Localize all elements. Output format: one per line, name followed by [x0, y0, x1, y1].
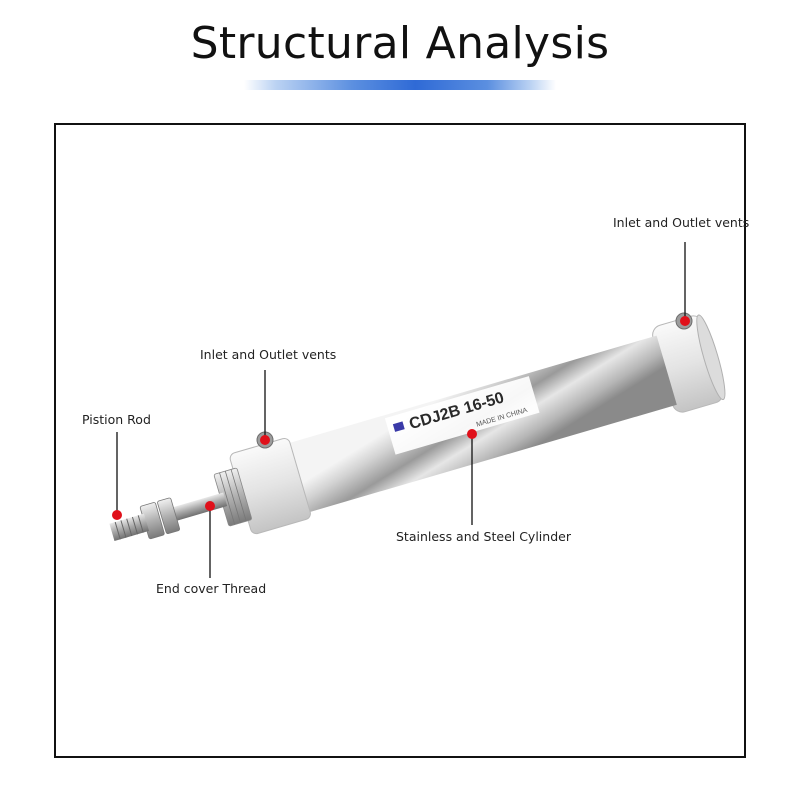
brand-square: [392, 421, 405, 432]
marker-cylinder: [467, 429, 477, 439]
marker-end-cover: [205, 501, 215, 511]
hex-nut-1: [157, 497, 180, 535]
marker-inlet-left: [260, 435, 270, 445]
marker-inlet-right: [680, 316, 690, 326]
page-title: Structural Analysis: [190, 18, 610, 69]
callout-end-cover-thread: End cover Thread: [156, 581, 267, 596]
callout-inlet-outlet-left: Inlet and Outlet vents: [200, 347, 337, 362]
marker-piston-rod: [112, 510, 122, 520]
rear-cap-face: [696, 314, 726, 401]
callout-cylinder: Stainless and Steel Cylinder: [396, 529, 571, 544]
title-underline: [244, 80, 556, 90]
callout-piston-rod: Pistion Rod: [82, 412, 151, 427]
product-sticker: [384, 376, 540, 455]
piston-rod-shaft: [169, 492, 228, 522]
cylinder-body-group: CDJ2B 16-50 MADE IN CHINA: [109, 314, 726, 542]
callout-inlet-outlet-right: Inlet and Outlet vents: [613, 215, 750, 230]
